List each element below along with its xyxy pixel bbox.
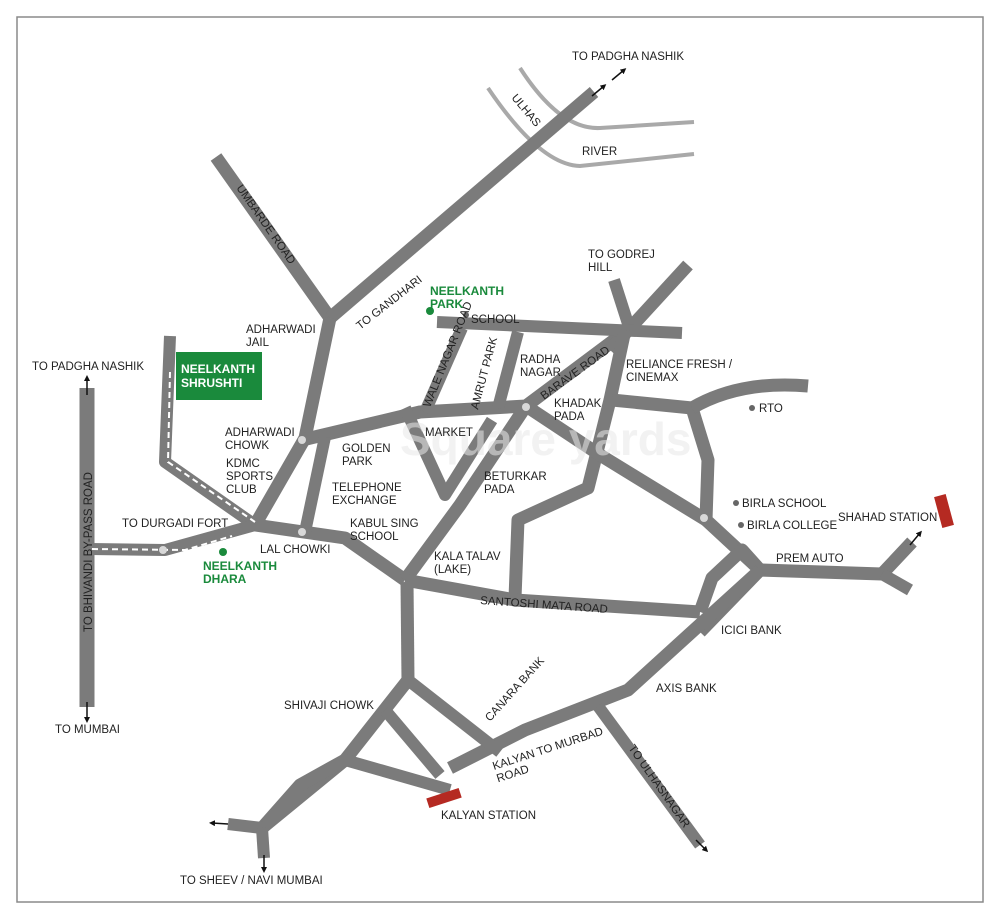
label-birla-school: BIRLA SCHOOL bbox=[742, 498, 827, 510]
label-icici-bank: ICICI BANK bbox=[721, 625, 782, 637]
label-shahad-station: SHAHAD STATION bbox=[838, 512, 937, 524]
label-kala-talav: KALA TALAV(LAKE) bbox=[434, 551, 501, 576]
label-shivaji-chowk: SHIVAJI CHOWK bbox=[284, 700, 374, 712]
label-lal-chowki: LAL CHOWKI bbox=[260, 544, 331, 556]
label-river: RIVER bbox=[582, 146, 617, 158]
label-to-durgadi-fort: TO DURGADI FORT bbox=[122, 518, 228, 530]
label-bypass-road: TO BHIVANDI BY-PASS ROAD bbox=[83, 472, 95, 632]
watermark: Square yards bbox=[400, 413, 691, 465]
label-market: MARKET bbox=[425, 427, 473, 439]
label-school: SCHOOL bbox=[471, 314, 520, 326]
label-axis-bank: AXIS BANK bbox=[656, 683, 717, 695]
direction-arrows bbox=[84, 68, 922, 873]
label-to-padgha-nashik-left: TO PADGHA NASHIK bbox=[32, 361, 144, 373]
label-to-mumbai: TO MUMBAI bbox=[55, 724, 120, 736]
label-to-padgha-nashik-top: TO PADGHA NASHIK bbox=[572, 51, 684, 63]
road-network bbox=[79, 87, 917, 859]
label-rto: RTO bbox=[759, 403, 783, 415]
junction-dots bbox=[159, 403, 708, 554]
neelkanth-shrushti-box bbox=[176, 352, 262, 400]
shahad-station-marker bbox=[934, 493, 954, 529]
label-reliance-cinemax: RELIANCE FRESH /CINEMAX bbox=[626, 359, 733, 384]
label-to-sheev-navi-mumbai: TO SHEEV / NAVI MUMBAI bbox=[180, 875, 323, 887]
project-route bbox=[91, 371, 256, 552]
label-kalyan-station: KALYAN STATION bbox=[441, 810, 536, 822]
label-prem-auto: PREM AUTO bbox=[776, 553, 844, 565]
label-birla-college: BIRLA COLLEGE bbox=[747, 520, 837, 532]
point-markers bbox=[219, 307, 755, 556]
kalyan-station-marker bbox=[426, 787, 462, 809]
